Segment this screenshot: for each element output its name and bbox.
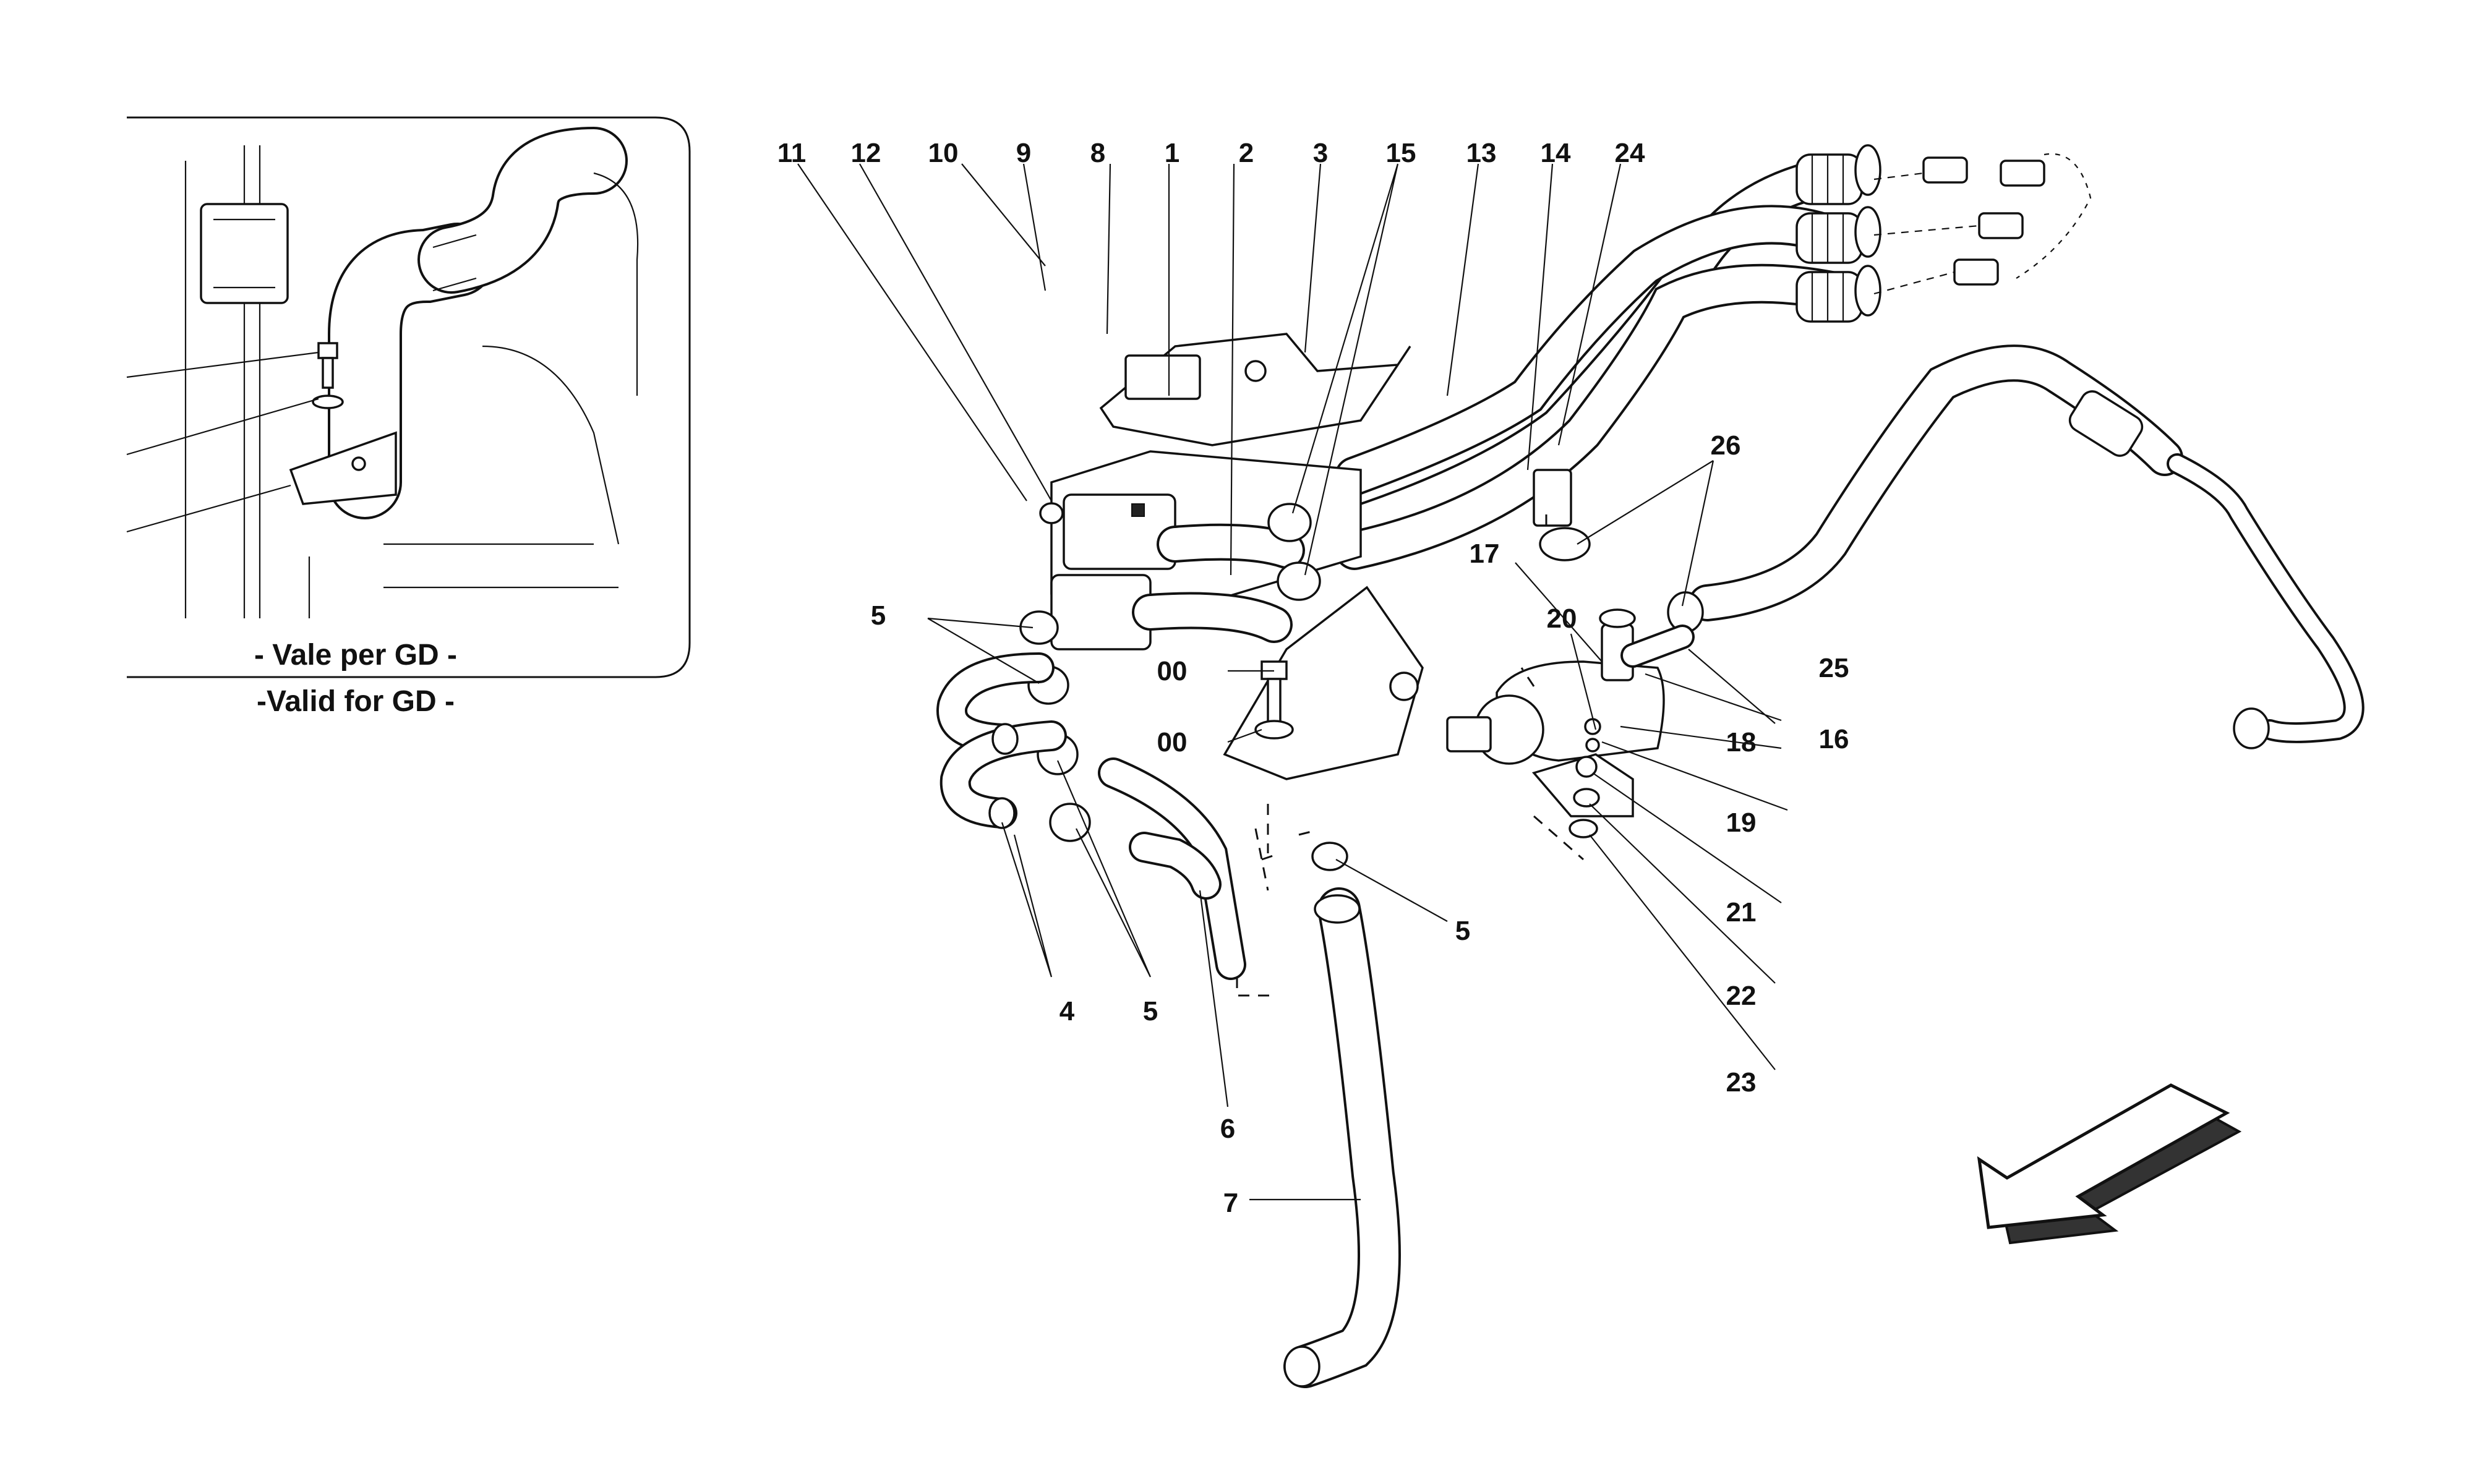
hose-clamp	[1039, 502, 1064, 524]
hose-25	[1689, 344, 2365, 749]
spigot	[1953, 258, 1999, 286]
callout-5-bottom: 5	[1143, 996, 1158, 1026]
inset-clamp-block	[200, 203, 289, 304]
corrugated-connector	[1796, 206, 1881, 264]
callout-22: 22	[1726, 981, 1757, 1011]
spigot	[1978, 212, 2024, 239]
callout-17: 17	[1470, 539, 1500, 569]
callout-10: 10	[928, 138, 959, 168]
callout-7: 7	[1223, 1188, 1238, 1218]
hoses-4	[936, 652, 1067, 829]
callout-5-left: 5	[871, 600, 886, 631]
callout-24: 24	[1615, 138, 1645, 168]
callout-9: 9	[1016, 138, 1031, 168]
hose-clamp	[1267, 503, 1312, 542]
spigot	[2000, 160, 2045, 187]
callout-21: 21	[1726, 897, 1757, 927]
hose-clamp	[1019, 610, 1059, 645]
hose-bundle-24	[1335, 156, 1851, 570]
callout-1: 1	[1165, 138, 1179, 168]
bracket-3	[1099, 333, 1411, 446]
callout-6: 6	[1220, 1114, 1235, 1144]
callout-12: 12	[851, 138, 881, 168]
front-direction-arrow	[1977, 1083, 2242, 1245]
inset-caption-italian: - Vale per GD -	[254, 639, 457, 672]
callout-00-lower: 00	[1157, 727, 1188, 757]
inset-bolt	[312, 342, 344, 409]
callouts: 11 12 10 9 8 1 2 3 15 13 14 24 26 17 20 …	[777, 138, 1849, 1218]
hose-6	[1098, 757, 1281, 997]
callout-18: 18	[1726, 727, 1757, 757]
hose-clamp	[1311, 842, 1348, 871]
hose-7	[1254, 828, 1401, 1388]
heater-valve-assembly	[1050, 450, 1362, 650]
spigot	[1922, 156, 1968, 184]
callout-11: 11	[777, 138, 807, 168]
corrugated-connector	[1796, 144, 1881, 205]
callout-26: 26	[1711, 430, 1741, 461]
callout-3: 3	[1313, 138, 1328, 168]
inset-caption-english: -Valid for GD -	[257, 685, 455, 718]
hose-end-connectors	[1796, 144, 2092, 323]
callout-2: 2	[1239, 138, 1254, 168]
callout-23: 23	[1726, 1067, 1757, 1098]
callout-25: 25	[1819, 653, 1849, 683]
bracket-bolt	[1254, 660, 1294, 740]
callout-4: 4	[1059, 996, 1075, 1026]
corrugated-connector	[1796, 265, 1881, 323]
inset-panel: - Vale per GD - -Valid for GD -	[126, 116, 691, 718]
callout-19: 19	[1726, 808, 1757, 838]
hose-clamp	[1539, 527, 1591, 561]
callout-14: 14	[1541, 138, 1571, 168]
electric-pump	[1446, 469, 1695, 861]
callout-5-right: 5	[1455, 916, 1470, 946]
hose-25-connector	[2068, 390, 2144, 457]
callout-15: 15	[1386, 138, 1416, 168]
callout-13: 13	[1466, 138, 1497, 168]
valve-solenoid-upper	[1063, 493, 1176, 570]
mounting-bracket	[1223, 586, 1424, 780]
inset-bracket	[289, 431, 397, 505]
callout-8: 8	[1090, 138, 1105, 168]
callout-00-upper: 00	[1157, 656, 1188, 686]
hose-clamp	[1277, 561, 1321, 601]
callout-20: 20	[1547, 603, 1577, 634]
callout-16: 16	[1819, 724, 1849, 754]
